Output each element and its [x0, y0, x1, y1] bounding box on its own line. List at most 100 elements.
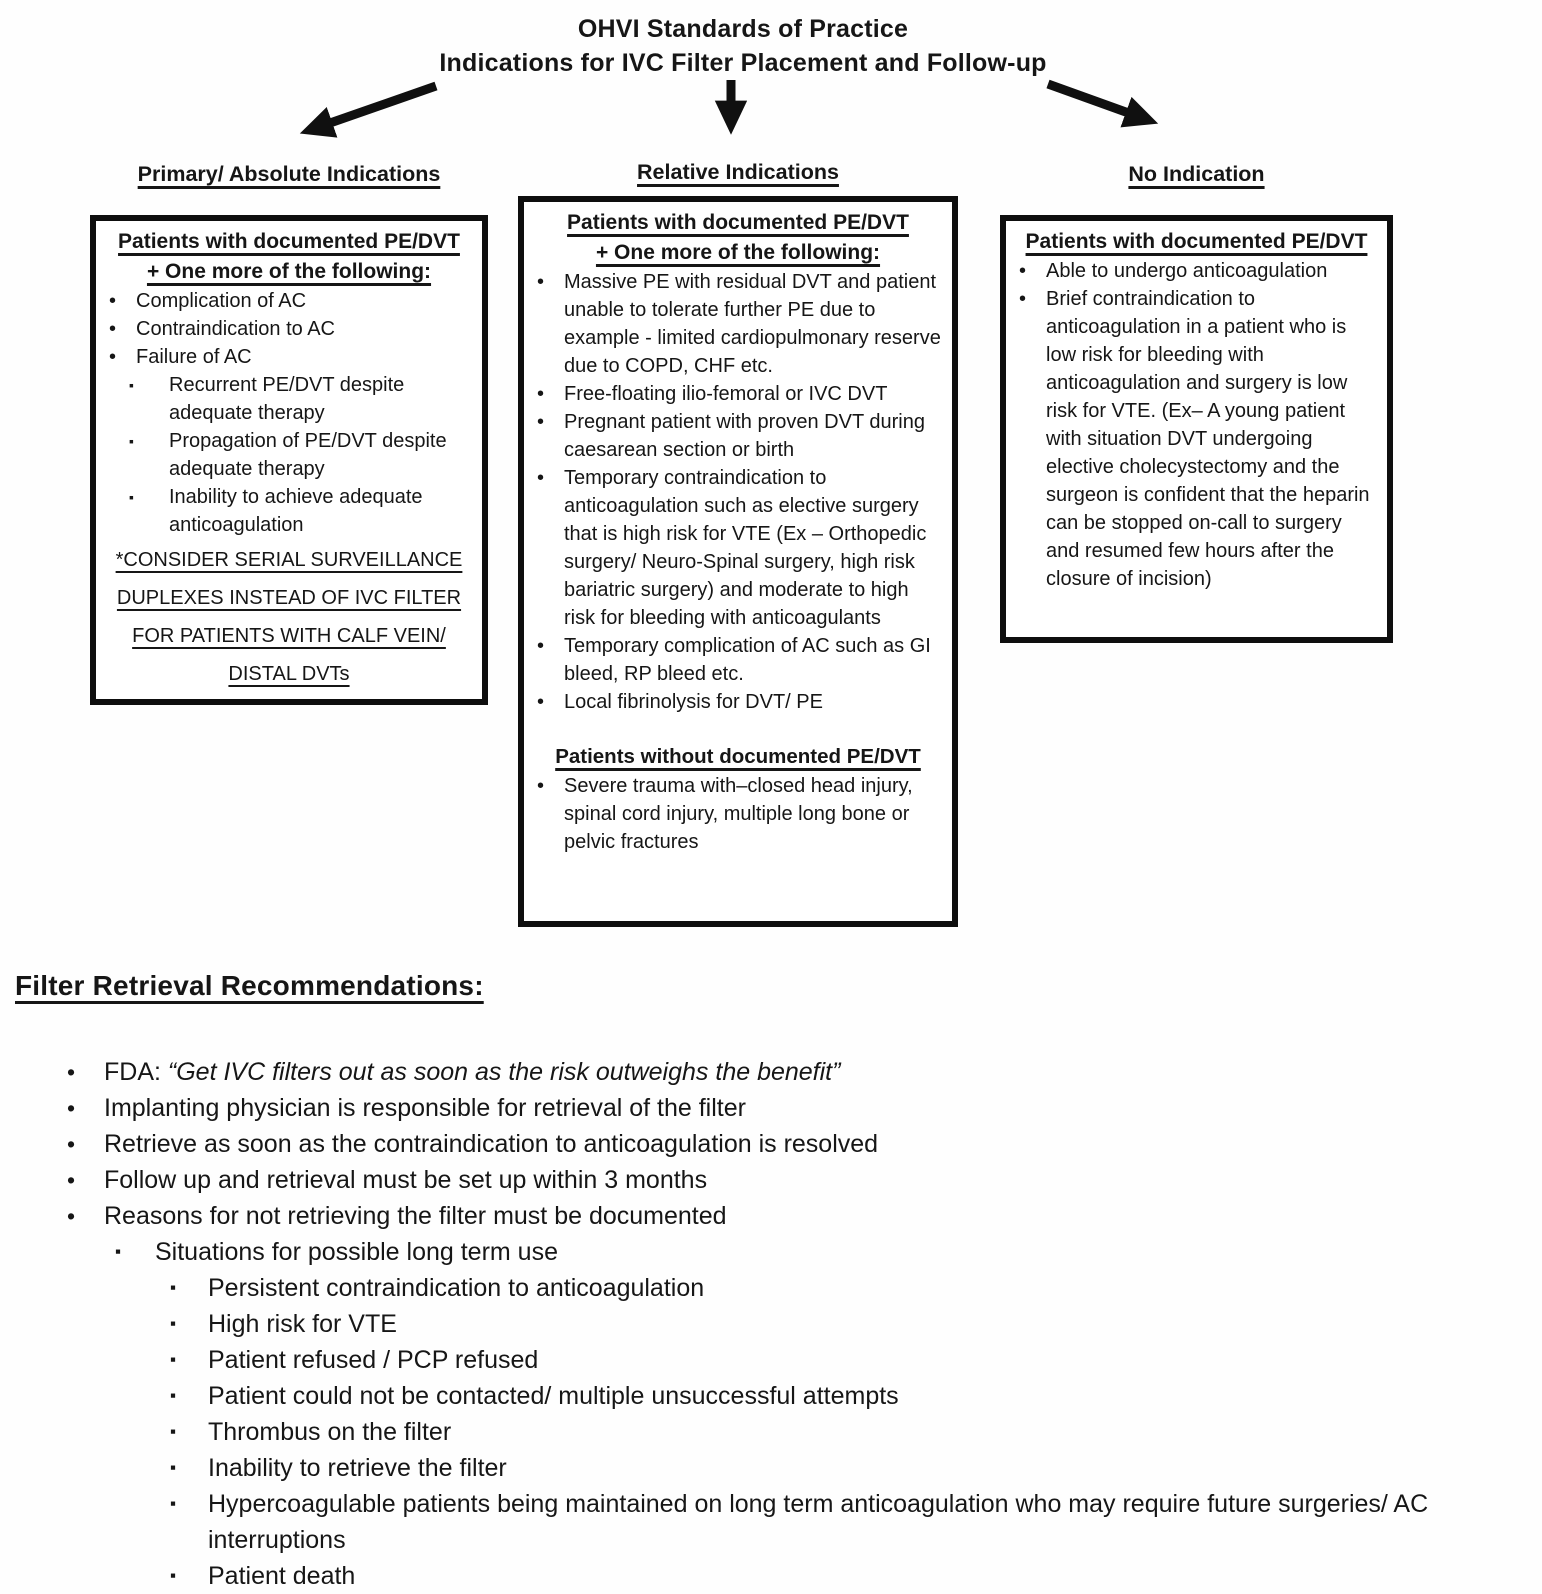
retrieval-item-text: Retrieve as soon as the contraindication… [104, 1130, 879, 1158]
bullet-icon: • [1019, 260, 1027, 282]
box-header: Patients with documented PE/DVT [1016, 227, 1377, 257]
retrieval-item-text: Implanting physician is responsible for … [104, 1094, 746, 1122]
bullet-text: Massive PE with residual DVT and patient… [564, 271, 941, 377]
retrieval-bullet-list: • FDA: “Get IVC filters out as soon as t… [15, 1054, 1537, 1594]
retrieval-item-text: High risk for VTE [208, 1310, 397, 1338]
bullet-item: • Contraindication to AC [106, 315, 472, 343]
page-title: OHVI Standards of Practice Indications f… [340, 12, 1146, 80]
flow-arrows [299, 79, 1159, 138]
without-pe-dvt-subheader: Patients without documented PE/DVT [555, 745, 921, 768]
retrieval-item: ▪ Hypercoagulable patients being maintai… [15, 1486, 1537, 1558]
retrieval-item-quote: “Get IVC filters out as soon as the risk… [167, 1058, 841, 1086]
bullet-icon: • [67, 1167, 76, 1193]
without-pe-dvt-bullet-list: • Severe trauma with–closed head injury,… [534, 772, 942, 856]
vertical-spacer [534, 716, 942, 742]
retrieval-item: ▪ Inability to retrieve the filter [15, 1450, 1537, 1486]
retrieval-item: ▪ High risk for VTE [15, 1306, 1537, 1342]
bullet-text: Complication of AC [136, 290, 307, 312]
bullet-item: • Free-floating ilio-femoral or IVC DVT [534, 380, 942, 408]
bullet-icon: • [537, 691, 545, 713]
retrieval-item-text: Thrombus on the filter [208, 1418, 452, 1446]
retrieval-item: ▪ Patient could not be contacted/ multip… [15, 1378, 1537, 1414]
box-header: Patients with documented PE/DVT + One mo… [534, 208, 942, 268]
bullet-icon: ▪ [170, 1386, 177, 1405]
bullet-text: Recurrent PE/DVT despite adequate therap… [169, 374, 405, 424]
bullet-icon: • [537, 467, 545, 489]
bullet-icon: ▪ [170, 1458, 177, 1477]
bullet-item: • Complication of AC [106, 287, 472, 315]
bullet-text: Contraindication to AC [136, 318, 336, 340]
bullet-item: • Severe trauma with–closed head injury,… [534, 772, 942, 856]
bullet-item: ▪ Propagation of PE/DVT despite adequate… [106, 427, 472, 483]
bullet-icon: • [1019, 288, 1027, 310]
retrieval-item-text: Patient death [208, 1562, 356, 1590]
retrieval-item: ▪ Situations for possible long term use [15, 1234, 1537, 1270]
retrieval-item: ▪ Patient death [15, 1558, 1537, 1594]
box-header-line: + One more of the following: [595, 241, 881, 264]
filter-retrieval-section: Filter Retrieval Recommendations: • FDA:… [15, 970, 1537, 1594]
bullet-icon: • [67, 1059, 76, 1085]
arrow-to-noindication-icon [1046, 79, 1159, 128]
bullet-icon: • [109, 318, 117, 340]
bullet-icon: ▪ [115, 1242, 122, 1261]
bullet-text: Temporary complication of AC such as GI … [564, 635, 931, 685]
title-line-2: Indications for IVC Filter Placement and… [439, 49, 1047, 77]
column-heading-relative-label: Relative Indications [637, 160, 839, 184]
bullet-text: Severe trauma with–closed head injury, s… [564, 775, 913, 853]
bullet-item: ▪ Inability to achieve adequate anticoag… [106, 483, 472, 539]
bullet-icon: ▪ [170, 1494, 177, 1513]
relative-indications-box: Patients with documented PE/DVT + One mo… [518, 196, 958, 927]
bullet-icon: ▪ [170, 1350, 177, 1369]
bullet-icon: • [67, 1131, 76, 1157]
bullet-icon: • [67, 1095, 76, 1121]
relative-bullet-list: • Massive PE with residual DVT and patie… [534, 268, 942, 716]
retrieval-item-text: Persistent contraindication to anticoagu… [208, 1274, 705, 1302]
bullet-item: • Able to undergo anticoagulation [1016, 257, 1377, 285]
bullet-text: Temporary contraindication to anticoagul… [564, 467, 927, 629]
retrieval-item-text: Reasons for not retrieving the filter mu… [104, 1202, 727, 1230]
bullet-item: • Temporary complication of AC such as G… [534, 632, 942, 688]
retrieval-item-text: Patient could not be contacted/ multiple… [208, 1382, 899, 1410]
bullet-icon: • [537, 271, 545, 293]
column-heading-no-indication: No Indication [1000, 162, 1393, 187]
bullet-icon: ▪ [170, 1422, 177, 1441]
retrieval-item: ▪ Persistent contraindication to anticoa… [15, 1270, 1537, 1306]
primary-indications-box: Patients with documented PE/DVT + One mo… [90, 215, 488, 705]
bullet-text: Propagation of PE/DVT despite adequate t… [169, 430, 447, 480]
box-header-line: + One more of the following: [146, 260, 432, 283]
no-indication-bullet-list: • Able to undergo anticoagulation • Brie… [1016, 257, 1377, 593]
title-line-1: OHVI Standards of Practice [577, 15, 909, 43]
surveillance-footnote: *CONSIDER SERIAL SURVEILLANCE DUPLEXES I… [115, 549, 463, 685]
box-header: Patients with documented PE/DVT + One mo… [106, 227, 472, 287]
bullet-item: • Massive PE with residual DVT and patie… [534, 268, 942, 380]
bullet-icon: ▪ [129, 489, 134, 505]
bullet-icon: • [537, 383, 545, 405]
retrieval-item-text: Follow up and retrieval must be set up w… [104, 1166, 708, 1194]
retrieval-item-text: FDA: “Get IVC filters out as soon as the… [104, 1058, 841, 1086]
bullet-icon: • [67, 1203, 76, 1229]
bullet-item: • Local fibrinolysis for DVT/ PE [534, 688, 942, 716]
bullet-text: Failure of AC [136, 346, 252, 368]
bullet-item: • Pregnant patient with proven DVT durin… [534, 408, 942, 464]
bullet-icon: • [109, 346, 117, 368]
retrieval-item: • Reasons for not retrieving the filter … [15, 1198, 1537, 1234]
bullet-icon: • [537, 635, 545, 657]
box-header-line: Patients with documented PE/DVT [1025, 230, 1368, 253]
retrieval-item: ▪ Thrombus on the filter [15, 1414, 1537, 1450]
box-header-line: Patients with documented PE/DVT [118, 230, 460, 253]
retrieval-item-text: Patient refused / PCP refused [208, 1346, 539, 1374]
column-heading-primary: Primary/ Absolute Indications [90, 162, 488, 187]
bullet-text: Free-floating ilio-femoral or IVC DVT [564, 383, 888, 405]
column-heading-primary-label: Primary/ Absolute Indications [137, 162, 441, 186]
retrieval-heading: Filter Retrieval Recommendations: [15, 970, 484, 1001]
bullet-icon: ▪ [129, 377, 134, 393]
bullet-item: ▪ Recurrent PE/DVT despite adequate ther… [106, 371, 472, 427]
bullet-item: • Brief contraindication to anticoagulat… [1016, 285, 1377, 593]
bullet-item: • Temporary contraindication to anticoag… [534, 464, 942, 632]
bullet-text: Inability to achieve adequate anticoagul… [169, 486, 423, 536]
bullet-icon: • [537, 411, 545, 433]
bullet-icon: ▪ [170, 1314, 177, 1333]
box-header-line: Patients with documented PE/DVT [567, 211, 909, 234]
bullet-item: • Failure of AC [106, 343, 472, 371]
